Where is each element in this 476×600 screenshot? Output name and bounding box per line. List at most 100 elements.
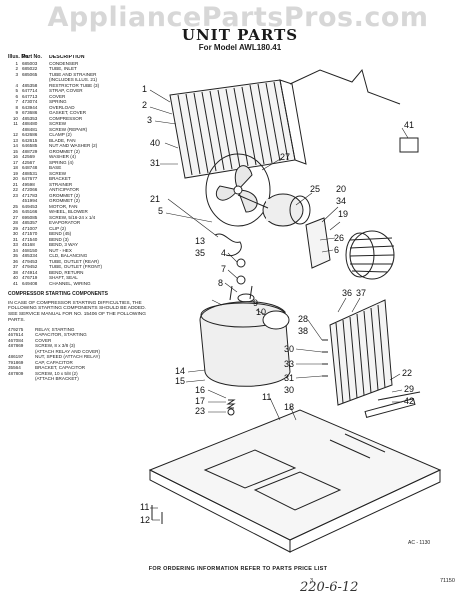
illus-number: 38 (12, 269, 18, 275)
callout-5: 5 (158, 206, 163, 216)
illus-number: 4 (15, 82, 18, 88)
part-description: BEND, 3 WAY (49, 242, 79, 247)
part-description: CAP, CAPACITOR (35, 359, 73, 365)
part-description: BLADE, FAN (49, 137, 76, 143)
illus-number: 29 (12, 225, 18, 231)
watermark: AppliancePartsPros.com (47, 2, 429, 33)
compressor-component-row: (ATTACH RELAY AND COVER) (8, 349, 158, 355)
callout-2: 2 (142, 100, 147, 110)
part-description: (ATTACH BRACKET) (35, 376, 79, 382)
illus-number: 37 (12, 264, 18, 269)
illus-number: 19 (12, 170, 18, 176)
illus-number: 30 (12, 231, 18, 236)
illus-number: 31 (12, 236, 18, 242)
col-illus-header: Illus. No. (8, 54, 30, 60)
callout-26: 26 (334, 233, 344, 243)
illus-number: 17 (12, 159, 18, 165)
mount-grommet (227, 408, 235, 416)
part-description: TUBE, INLET (49, 66, 77, 71)
part-description: SHAFT, SEAL (49, 275, 78, 280)
part-description: SCREW (49, 170, 67, 176)
part-number: 479453 (22, 258, 38, 264)
part-number: 673686 (22, 110, 38, 115)
part-number: 695085 (22, 214, 38, 220)
illus-number: 1 (15, 60, 18, 66)
callout-4: 4 (221, 248, 226, 258)
part-description: CLAMP (2) (49, 132, 72, 137)
callout-42: 42 (404, 396, 414, 406)
part-number: 685003 (22, 60, 38, 66)
illus-number: 28 (12, 220, 18, 225)
illus-number: 10 (12, 115, 18, 121)
illus-number: 33 (12, 242, 18, 247)
callout-14: 14 (175, 366, 185, 376)
part-description: COVER (35, 337, 52, 343)
callout-18: 18 (284, 402, 294, 412)
callout-11b: 11 (140, 502, 149, 512)
figure-reference: AC - 1130 (408, 540, 431, 546)
illus-number: 40 (12, 275, 18, 280)
part-description: GASKET, COVER (49, 110, 87, 115)
part-number: 485357 (22, 220, 38, 225)
col-part-header: Part No. (22, 54, 42, 60)
part-description: GROMMET (2) (49, 148, 80, 154)
illus-number: 14 (12, 143, 18, 148)
part-description: GROMMET (2) (49, 192, 80, 198)
callout-29: 29 (404, 384, 414, 394)
part-number: 486197 (8, 354, 24, 360)
parts-list-header: Illus. No. Part No. DESCRIPTION (8, 54, 158, 61)
illus-number: 20 (12, 176, 18, 181)
callout-36: 36 (342, 288, 352, 298)
part-number: 472066 (22, 187, 38, 192)
compressor-components-note: IN CASE OF COMPRESSOR STARTING DIFFICULT… (8, 300, 146, 323)
part-number: 471540 (22, 236, 38, 242)
callout-38: 38 (298, 326, 308, 336)
illus-number: 15 (12, 148, 18, 154)
part-description: CLD, BALANCING (49, 253, 88, 258)
part-description: BEND (45) (49, 231, 72, 236)
part-number: 642615 (22, 137, 38, 143)
callout-30: 30 (284, 344, 294, 354)
part-number: 45168 (22, 242, 35, 247)
grommet (236, 258, 246, 268)
callout-37: 37 (356, 288, 366, 298)
part-number: 485358 (22, 82, 38, 88)
part-description: ANTICIPATOR (49, 187, 80, 192)
part-description: SPRING (4) (49, 159, 74, 165)
part-description: BASE (49, 165, 62, 170)
callout-1: 1 (142, 84, 147, 94)
illus-number: 23 (12, 192, 18, 198)
parts-list-row: (INCLUDES ILLUS. 21) (8, 77, 158, 83)
base-screws (151, 505, 163, 524)
part-number: 471783 (22, 192, 38, 198)
base-pan (148, 409, 442, 553)
callout-10: 10 (256, 307, 266, 317)
callout-30b: 30 (284, 385, 294, 395)
return-bends (322, 339, 328, 377)
part-number: 474914 (22, 269, 38, 275)
illus-number: 12 (12, 132, 18, 137)
part-number: 791869 (8, 359, 24, 365)
part-description: COVER (49, 93, 66, 99)
